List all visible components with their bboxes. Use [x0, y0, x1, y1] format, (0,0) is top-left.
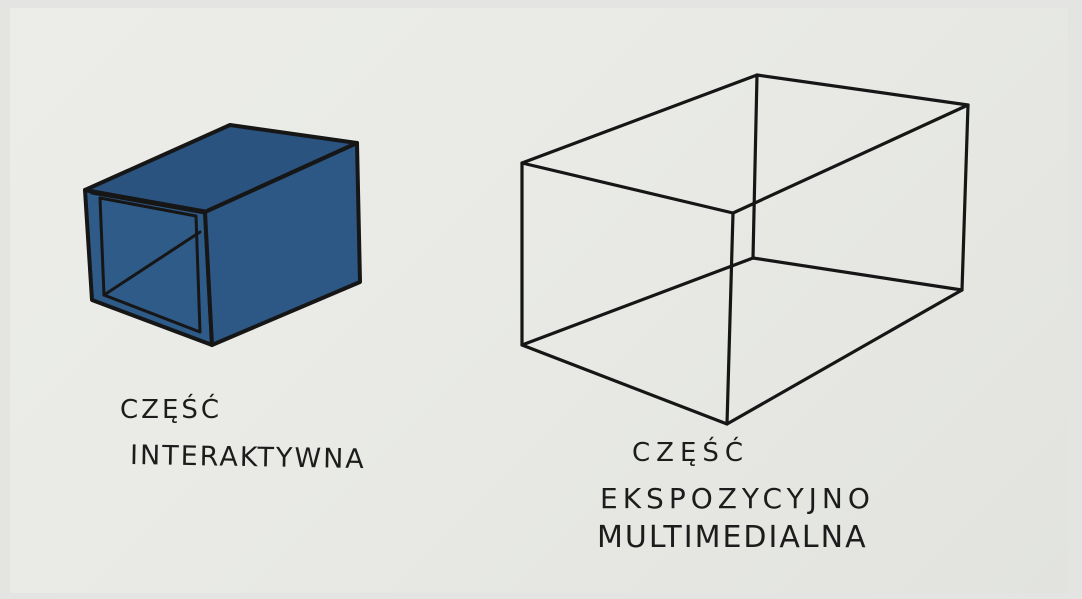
- right-caption-line1: CZĘŚĆ: [632, 438, 749, 468]
- right-caption-line2: EKSPOZYCYJNO: [600, 482, 875, 515]
- right-caption-line3: MULTIMEDIALNA: [597, 520, 868, 555]
- left-caption-line1: CZĘŚĆ: [120, 395, 222, 425]
- interactive-part-box: [85, 125, 360, 345]
- left-caption-line2: INTERAKTYWNA: [130, 440, 366, 475]
- exhibition-part-box: [522, 75, 968, 424]
